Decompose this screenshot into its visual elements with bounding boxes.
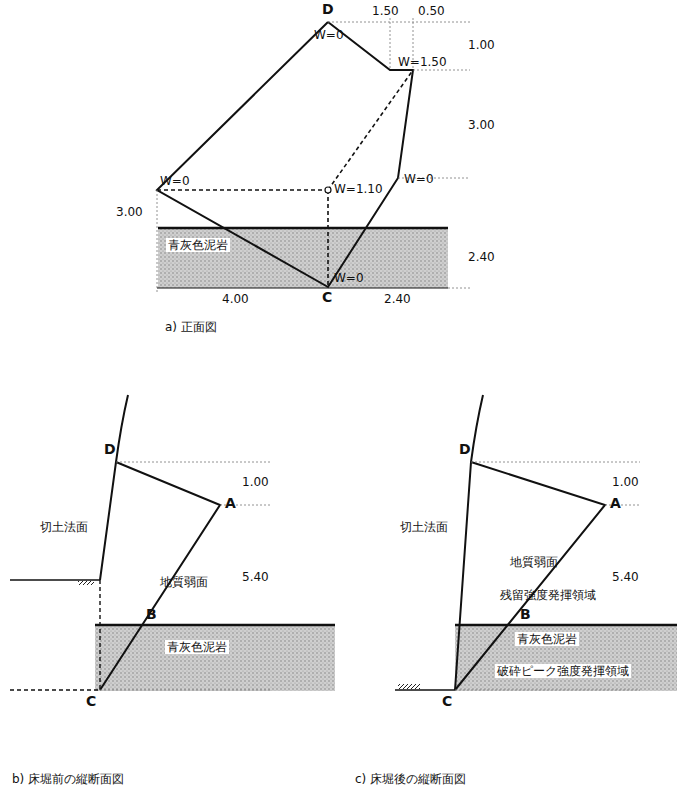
label: 2.40 <box>468 250 495 264</box>
layer-label: 青灰色泥岩 <box>166 238 230 252</box>
label: 1.00 <box>612 475 639 489</box>
rock-layer: 青灰色泥岩 <box>95 626 335 690</box>
label: 地質弱面 <box>160 575 208 589</box>
label: W=0 <box>334 271 364 285</box>
point-letter: A <box>225 496 236 510</box>
point-letter: D <box>104 442 116 456</box>
label: 切土法面 <box>40 520 88 534</box>
label: 1.00 <box>468 38 495 52</box>
label: c) 床堀後の縦断面図 <box>355 772 466 786</box>
rock-layer: 青灰色泥岩 <box>158 229 448 287</box>
label: W=1.50 <box>398 55 447 69</box>
label: 切土法面 <box>400 520 448 534</box>
layer-label: 破砕ピーク強度発揮領域 <box>495 664 631 678</box>
label: 5.40 <box>612 570 639 584</box>
label: W=0 <box>160 174 190 188</box>
point-letter: C <box>86 694 96 708</box>
layer-label: 青灰色泥岩 <box>515 632 579 646</box>
point-letter: B <box>520 607 531 621</box>
label: 5.40 <box>242 570 269 584</box>
label: 3.00 <box>468 118 495 132</box>
rock-layer: 青灰色泥岩破砕ピーク強度発揮領域 <box>455 626 677 690</box>
point-letter: D <box>459 442 471 456</box>
point-letter: A <box>610 496 621 510</box>
label: 3.00 <box>116 205 143 219</box>
label: W=1.10 <box>334 182 383 196</box>
label: W=0 <box>314 28 344 42</box>
label: 1.00 <box>242 475 269 489</box>
label: a) 正面図 <box>165 320 217 334</box>
point-letter: D <box>322 2 334 16</box>
label: b) 床堀前の縦断面図 <box>12 772 124 786</box>
point-letter: C <box>322 290 332 304</box>
label: 地質弱面 <box>510 555 558 569</box>
label: 2.40 <box>384 292 411 306</box>
label: 残留強度発揮領域 <box>500 588 596 602</box>
label: 0.50 <box>418 4 445 18</box>
point-letter: C <box>442 694 452 708</box>
label: 4.00 <box>222 292 249 306</box>
layer-label: 青灰色泥岩 <box>165 640 229 654</box>
point-letter: B <box>146 607 157 621</box>
label: 1.50 <box>372 4 399 18</box>
label: W=0 <box>404 172 434 186</box>
